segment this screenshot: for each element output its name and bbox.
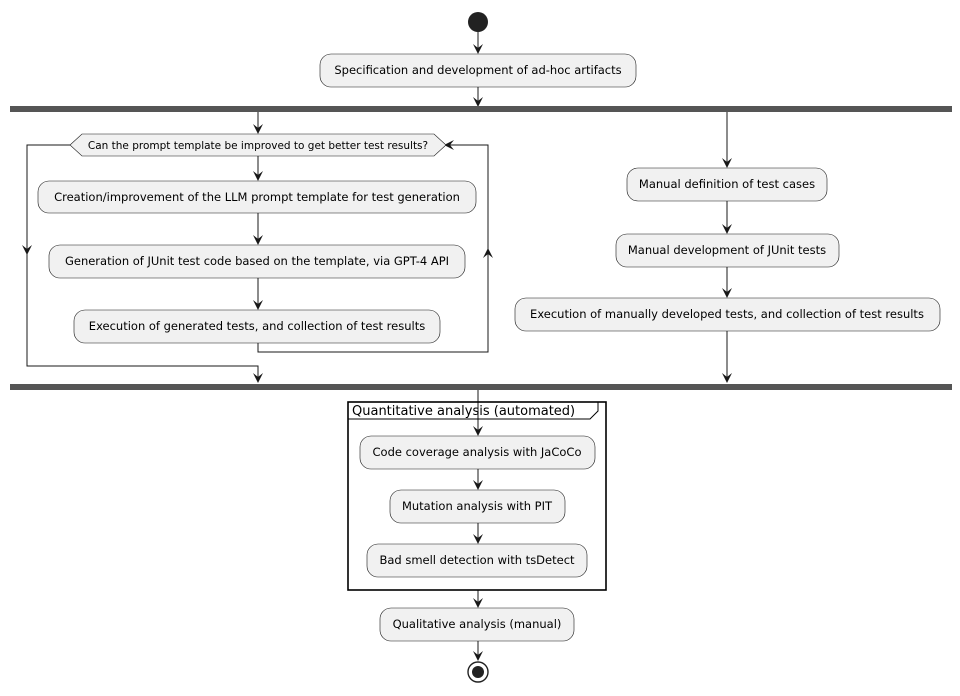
activity-execution-generated: Execution of generated tests, and collec… [73, 309, 441, 344]
activity-spec-label: Specification and development of ad-hoc … [334, 63, 621, 77]
activity-execution-manual: Execution of manually developed tests, a… [514, 297, 941, 332]
activity-smell-label: Bad smell detection with tsDetect [379, 553, 575, 567]
activity-coverage-label: Code coverage analysis with JaCoCo [373, 445, 582, 459]
activity-generation-label: Generation of JUnit test code based on t… [65, 254, 449, 268]
activity-execution-generated-label: Execution of generated tests, and collec… [89, 319, 425, 333]
fork-bar [10, 106, 952, 112]
end-node [467, 661, 489, 683]
join-bar [10, 384, 952, 390]
activity-qualitative: Qualitative analysis (manual) [379, 607, 575, 642]
activity-manual-development: Manual development of JUnit tests [615, 233, 840, 268]
decision-improve-template: Can the prompt template be improved to g… [69, 133, 447, 157]
activity-creation: Creation/improvement of the LLM prompt t… [37, 180, 477, 214]
activity-coverage: Code coverage analysis with JaCoCo [359, 435, 596, 470]
activity-creation-label: Creation/improvement of the LLM prompt t… [54, 190, 460, 204]
decision-label: Can the prompt template be improved to g… [88, 140, 428, 152]
edge-decision-exit [26, 144, 263, 383]
activity-spec: Specification and development of ad-hoc … [319, 53, 637, 88]
activity-generation: Generation of JUnit test code based on t… [48, 244, 466, 279]
activity-manual-definition: Manual definition of test cases [626, 167, 828, 202]
activity-mutation: Mutation analysis with PIT [389, 489, 566, 524]
group-quantitative-title: Quantitative analysis (automated) [352, 404, 575, 419]
activity-execution-manual-label: Execution of manually developed tests, a… [530, 307, 924, 321]
edge-loop-back [257, 140, 489, 353]
activity-qualitative-label: Qualitative analysis (manual) [393, 617, 562, 631]
group-quantitative: Quantitative analysis (automated) [347, 401, 607, 591]
activity-smell: Bad smell detection with tsDetect [366, 543, 588, 578]
activity-mutation-label: Mutation analysis with PIT [402, 499, 553, 513]
start-node [468, 12, 488, 32]
activity-manual-development-label: Manual development of JUnit tests [628, 243, 826, 257]
activity-manual-definition-label: Manual definition of test cases [639, 177, 815, 191]
